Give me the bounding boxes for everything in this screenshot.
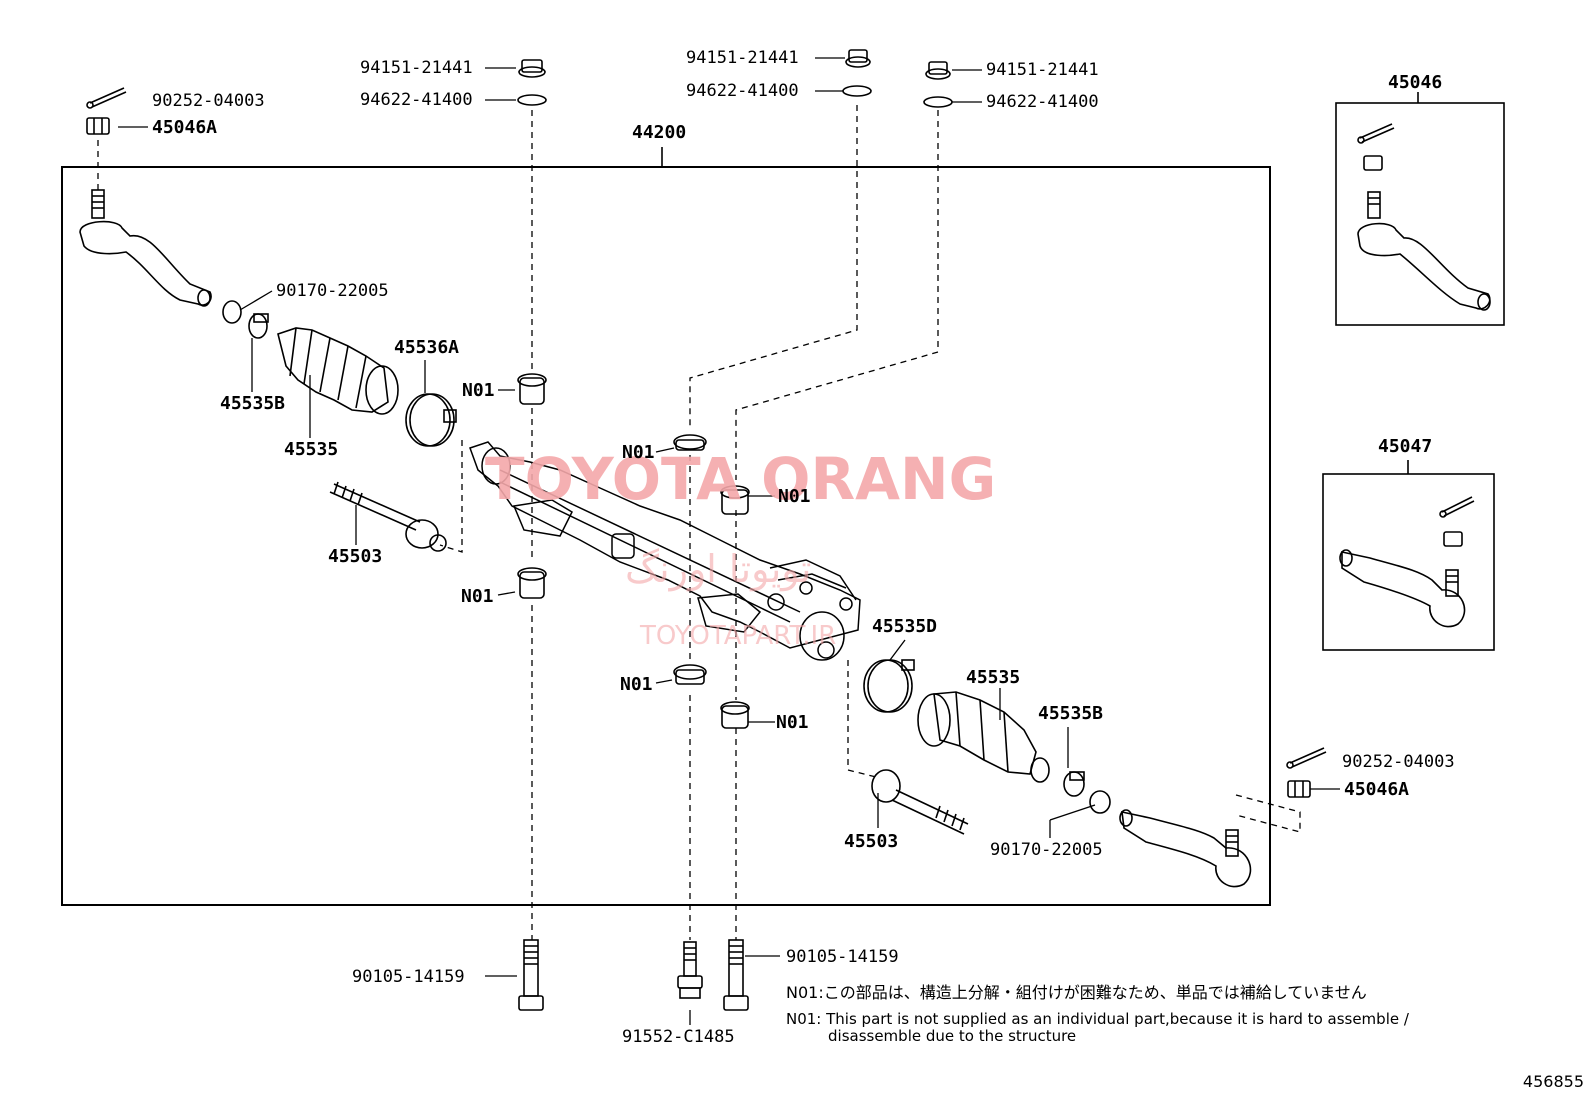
washer-94622-right bbox=[923, 96, 953, 108]
nut-94151-left bbox=[518, 59, 546, 78]
label-n01-1: N01 bbox=[462, 380, 495, 401]
label-94622-2: 94622-41400 bbox=[686, 81, 799, 101]
bushing-n01-4 bbox=[517, 567, 547, 599]
label-94151-3: 94151-21441 bbox=[986, 60, 1099, 80]
tie-rod-45503-right bbox=[871, 769, 969, 835]
label-45503-left: 45503 bbox=[328, 546, 383, 567]
nut-94151-mid bbox=[845, 49, 871, 68]
label-45535d: 45535D bbox=[872, 616, 938, 637]
tie-rod-45503-left bbox=[329, 481, 447, 552]
band-45535d-right bbox=[863, 659, 915, 713]
label-45535b-right: 45535B bbox=[1038, 703, 1104, 724]
band-45536a-left bbox=[405, 393, 457, 447]
tie-rod-end-45046 bbox=[1357, 123, 1491, 311]
bushing-n01-5 bbox=[673, 664, 707, 685]
figure-number: 456855 bbox=[1522, 1072, 1584, 1091]
label-90105-left: 90105-14159 bbox=[352, 967, 465, 987]
label-90105-right: 90105-14159 bbox=[786, 947, 899, 967]
castle-nut-45046a-left bbox=[86, 117, 110, 135]
label-45503-right: 45503 bbox=[844, 831, 899, 852]
box-45047 bbox=[1322, 473, 1495, 651]
label-90170-left: 90170-22005 bbox=[276, 281, 389, 301]
label-91552: 91552-C1485 bbox=[622, 1027, 735, 1047]
bolt-90105-left bbox=[518, 939, 544, 1011]
note-english-1: N01: This part is not supplied as an ind… bbox=[786, 1010, 1409, 1028]
note-japanese: N01:この部品は、構造上分解・組付けが困難なため、単品では補給していません bbox=[786, 983, 1367, 1002]
label-44200: 44200 bbox=[632, 122, 687, 143]
tie-rod-end-45047 bbox=[1339, 496, 1475, 628]
tie-rod-end-left bbox=[79, 189, 212, 307]
box-45046 bbox=[1335, 102, 1505, 326]
label-94151-2: 94151-21441 bbox=[686, 48, 799, 68]
steering-rack-housing bbox=[469, 441, 861, 661]
boot-45535-left bbox=[277, 327, 399, 415]
bushing-n01-6 bbox=[720, 701, 750, 729]
castle-nut-45046a-right bbox=[1287, 780, 1311, 798]
cotter-pin-right bbox=[1286, 747, 1327, 769]
label-94622-1: 94622-41400 bbox=[360, 90, 473, 110]
label-45535-left: 45535 bbox=[284, 439, 339, 460]
washer-94622-mid bbox=[842, 85, 872, 97]
label-n01-2: N01 bbox=[622, 442, 655, 463]
assembly-frame-44200 bbox=[61, 166, 1271, 906]
bolt-91552 bbox=[677, 941, 703, 999]
bushing-n01-2 bbox=[673, 434, 707, 451]
ring-90170-right bbox=[1089, 790, 1111, 814]
label-90252-right: 90252-04003 bbox=[1342, 752, 1455, 772]
watermark-main: TOYOTA ORANG bbox=[485, 445, 997, 513]
label-94622-3: 94622-41400 bbox=[986, 92, 1099, 112]
tie-rod-end-right bbox=[1119, 809, 1252, 888]
label-90252-left: 90252-04003 bbox=[152, 91, 265, 111]
bushing-n01-1 bbox=[517, 373, 547, 405]
label-45046a-left: 45046A bbox=[152, 117, 218, 138]
cotter-pin-left bbox=[86, 87, 127, 109]
label-45536a: 45536A bbox=[394, 337, 460, 358]
label-45046: 45046 bbox=[1388, 72, 1443, 93]
washer-94622-left bbox=[517, 94, 547, 106]
watermark-persian: تویوتا اورنگ bbox=[625, 547, 812, 591]
bushing-n01-3 bbox=[720, 485, 750, 515]
label-n01-3: N01 bbox=[778, 486, 811, 507]
nut-94151-right bbox=[925, 61, 951, 80]
label-n01-6: N01 bbox=[776, 712, 809, 733]
boot-45535-right bbox=[917, 691, 1050, 783]
clamp-45535b-right bbox=[1063, 771, 1085, 797]
ring-90170-left bbox=[222, 300, 242, 324]
label-n01-4: N01 bbox=[461, 586, 494, 607]
note-english-2: disassemble due to the structure bbox=[828, 1027, 1077, 1045]
label-94151-1: 94151-21441 bbox=[360, 58, 473, 78]
label-90170-right: 90170-22005 bbox=[990, 840, 1103, 860]
bolt-90105-right bbox=[723, 939, 749, 1011]
label-45046a-right: 45046A bbox=[1344, 779, 1410, 800]
label-n01-5: N01 bbox=[620, 674, 653, 695]
watermark-url: TOYOTAPART.IR bbox=[640, 621, 837, 651]
clamp-45535b-left bbox=[248, 313, 269, 339]
label-45535-right: 45535 bbox=[966, 667, 1021, 688]
label-45047: 45047 bbox=[1378, 436, 1433, 457]
label-45535b-left: 45535B bbox=[220, 393, 286, 414]
